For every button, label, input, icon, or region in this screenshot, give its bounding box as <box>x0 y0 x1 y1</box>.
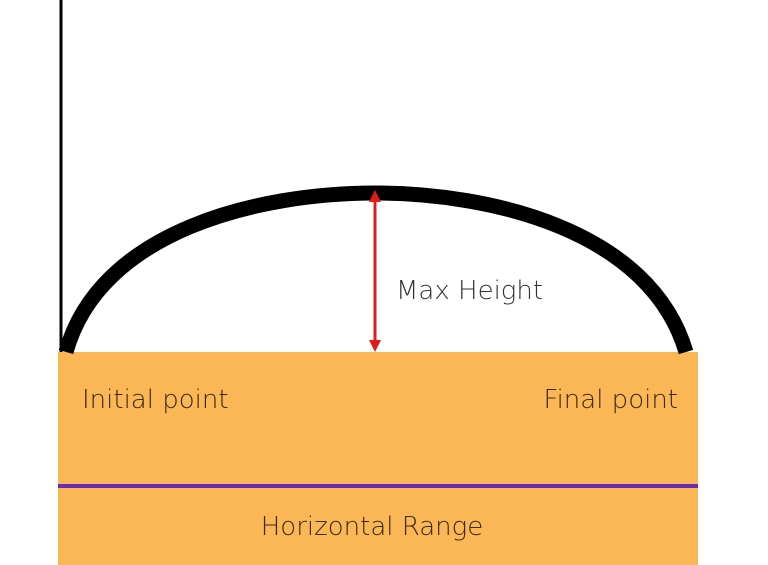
ground-area <box>58 352 698 565</box>
final-point-label: Final point <box>544 385 679 415</box>
initial-point-label: Initial point <box>82 385 229 415</box>
max-height-label: Max Height <box>396 276 543 306</box>
horizontal-range-label: Horizontal Range <box>261 512 484 542</box>
